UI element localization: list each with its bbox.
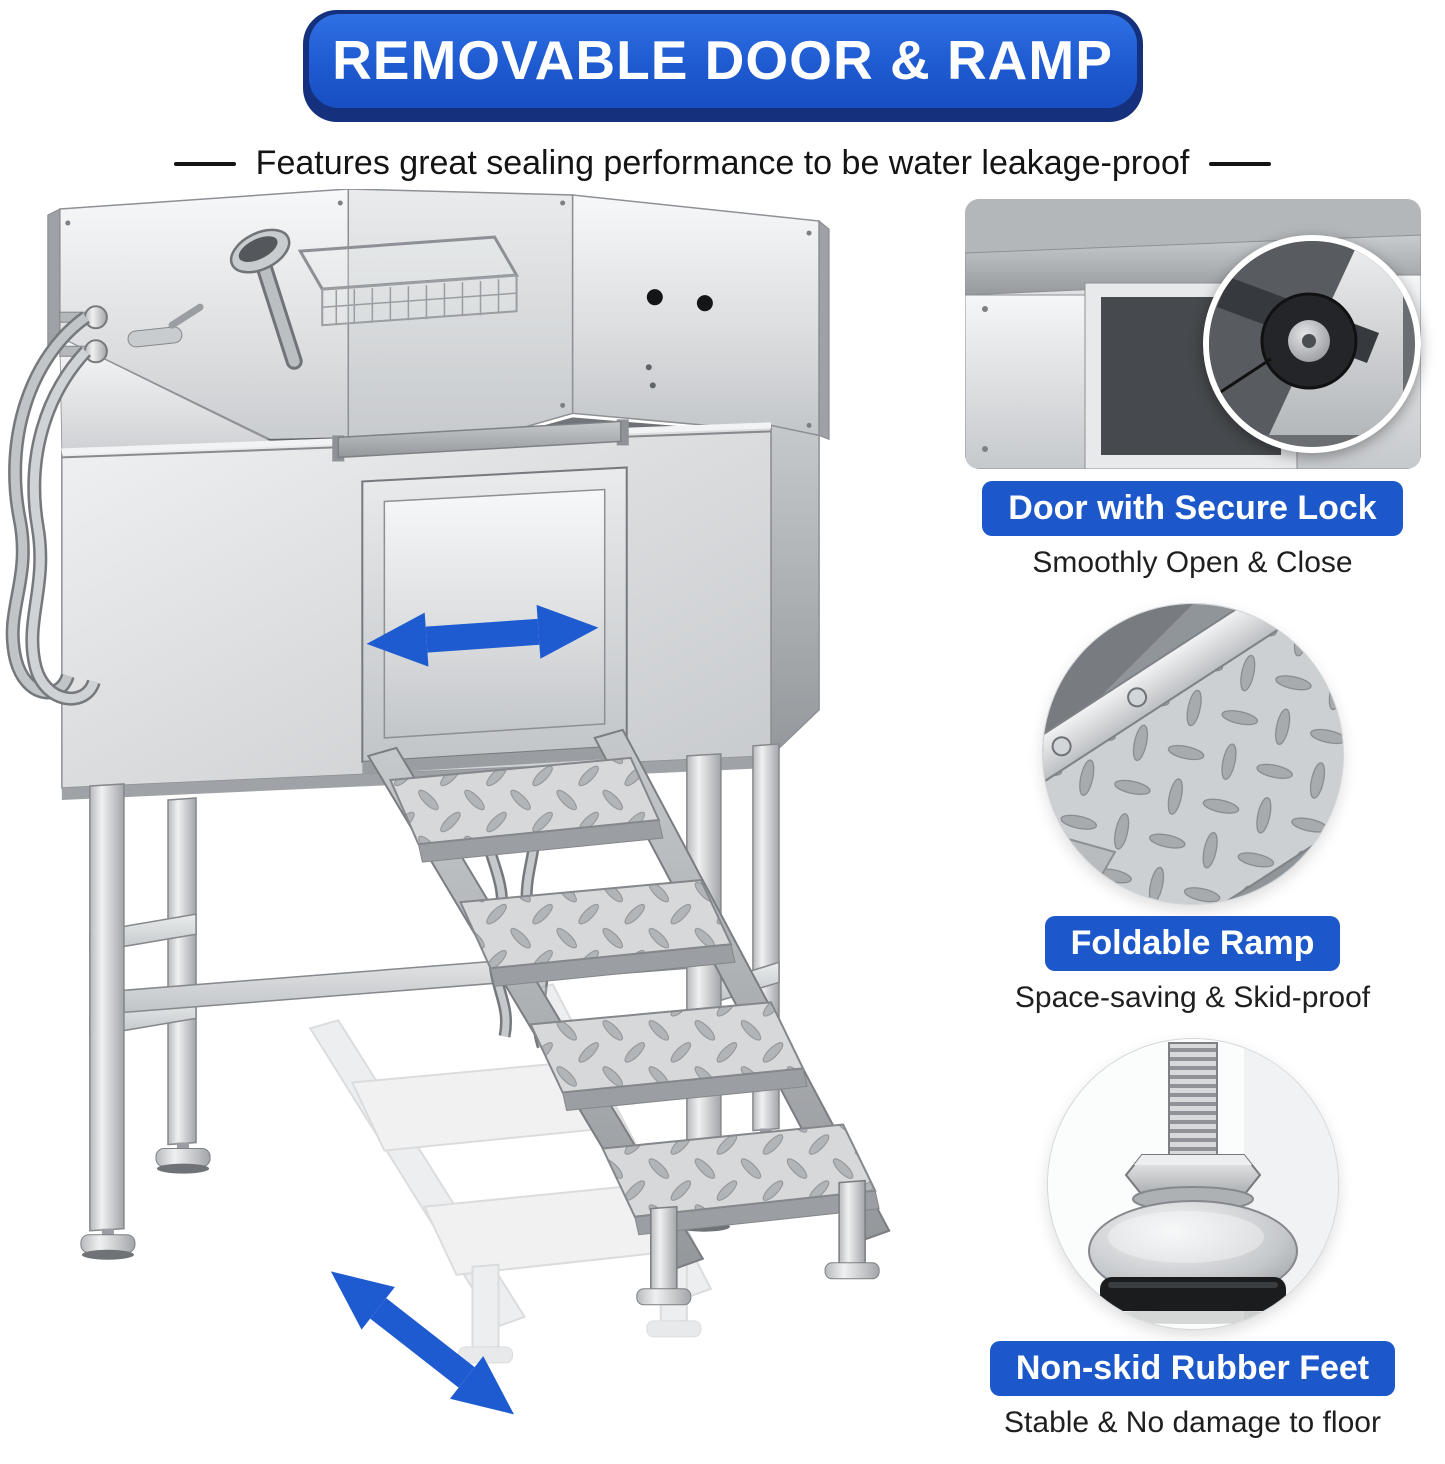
feature-foldable-ramp: Foldable Ramp Space-saving & Skid-proof (1015, 604, 1370, 1015)
shower-head-icon (229, 228, 303, 370)
feature-title-badge: Door with Secure Lock (982, 481, 1403, 536)
page-header: REMOVABLE DOOR & RAMP Features great sea… (0, 10, 1445, 183)
feature-title-badge: Non-skid Rubber Feet (989, 1341, 1396, 1396)
sliding-door (332, 419, 629, 774)
splash-guard-holes (645, 289, 713, 389)
grooming-tub-graphic (5, 189, 891, 1415)
lock-roller-zoom (1202, 235, 1421, 453)
door-slide-arrow-icon (366, 604, 599, 667)
tagline: Features great sealing performance to be… (0, 144, 1445, 183)
product-illustration (0, 189, 950, 1421)
storage-basket-icon (297, 235, 520, 327)
door-lock-photo (964, 199, 1421, 469)
feature-title-badge: Foldable Ramp (1044, 916, 1341, 971)
feature-caption: Smoothly Open & Close (1032, 546, 1353, 579)
ramp-fold-arrow-icon (330, 1271, 514, 1415)
feature-caption: Space-saving & Skid-proof (1014, 981, 1371, 1014)
tagline-dash-right (1209, 161, 1272, 166)
water-hoses-icon (5, 311, 101, 706)
tagline-text: Features great sealing performance to be… (255, 144, 1190, 182)
rubber-foot-photo (1047, 1039, 1338, 1329)
tagline-dash-left (173, 161, 236, 166)
feature-rubber-feet: Non-skid Rubber Feet Stable & No damage … (989, 1039, 1396, 1440)
content: Door with Secure Lock Smoothly Open & Cl… (0, 189, 1445, 1464)
feature-caption: Stable & No damage to floor (1004, 1406, 1381, 1439)
feature-door-lock: Door with Secure Lock Smoothly Open & Cl… (964, 199, 1421, 580)
foldable-ramp-photo (1042, 604, 1343, 904)
splash-guard (47, 189, 830, 479)
page-title: REMOVABLE DOOR & RAMP (332, 29, 1113, 91)
feature-list: Door with Secure Lock Smoothly Open & Cl… (950, 189, 1445, 1464)
stair-ramp (366, 728, 891, 1306)
hose-fittings-icon (59, 303, 204, 364)
title-banner: REMOVABLE DOOR & RAMP (302, 10, 1143, 122)
